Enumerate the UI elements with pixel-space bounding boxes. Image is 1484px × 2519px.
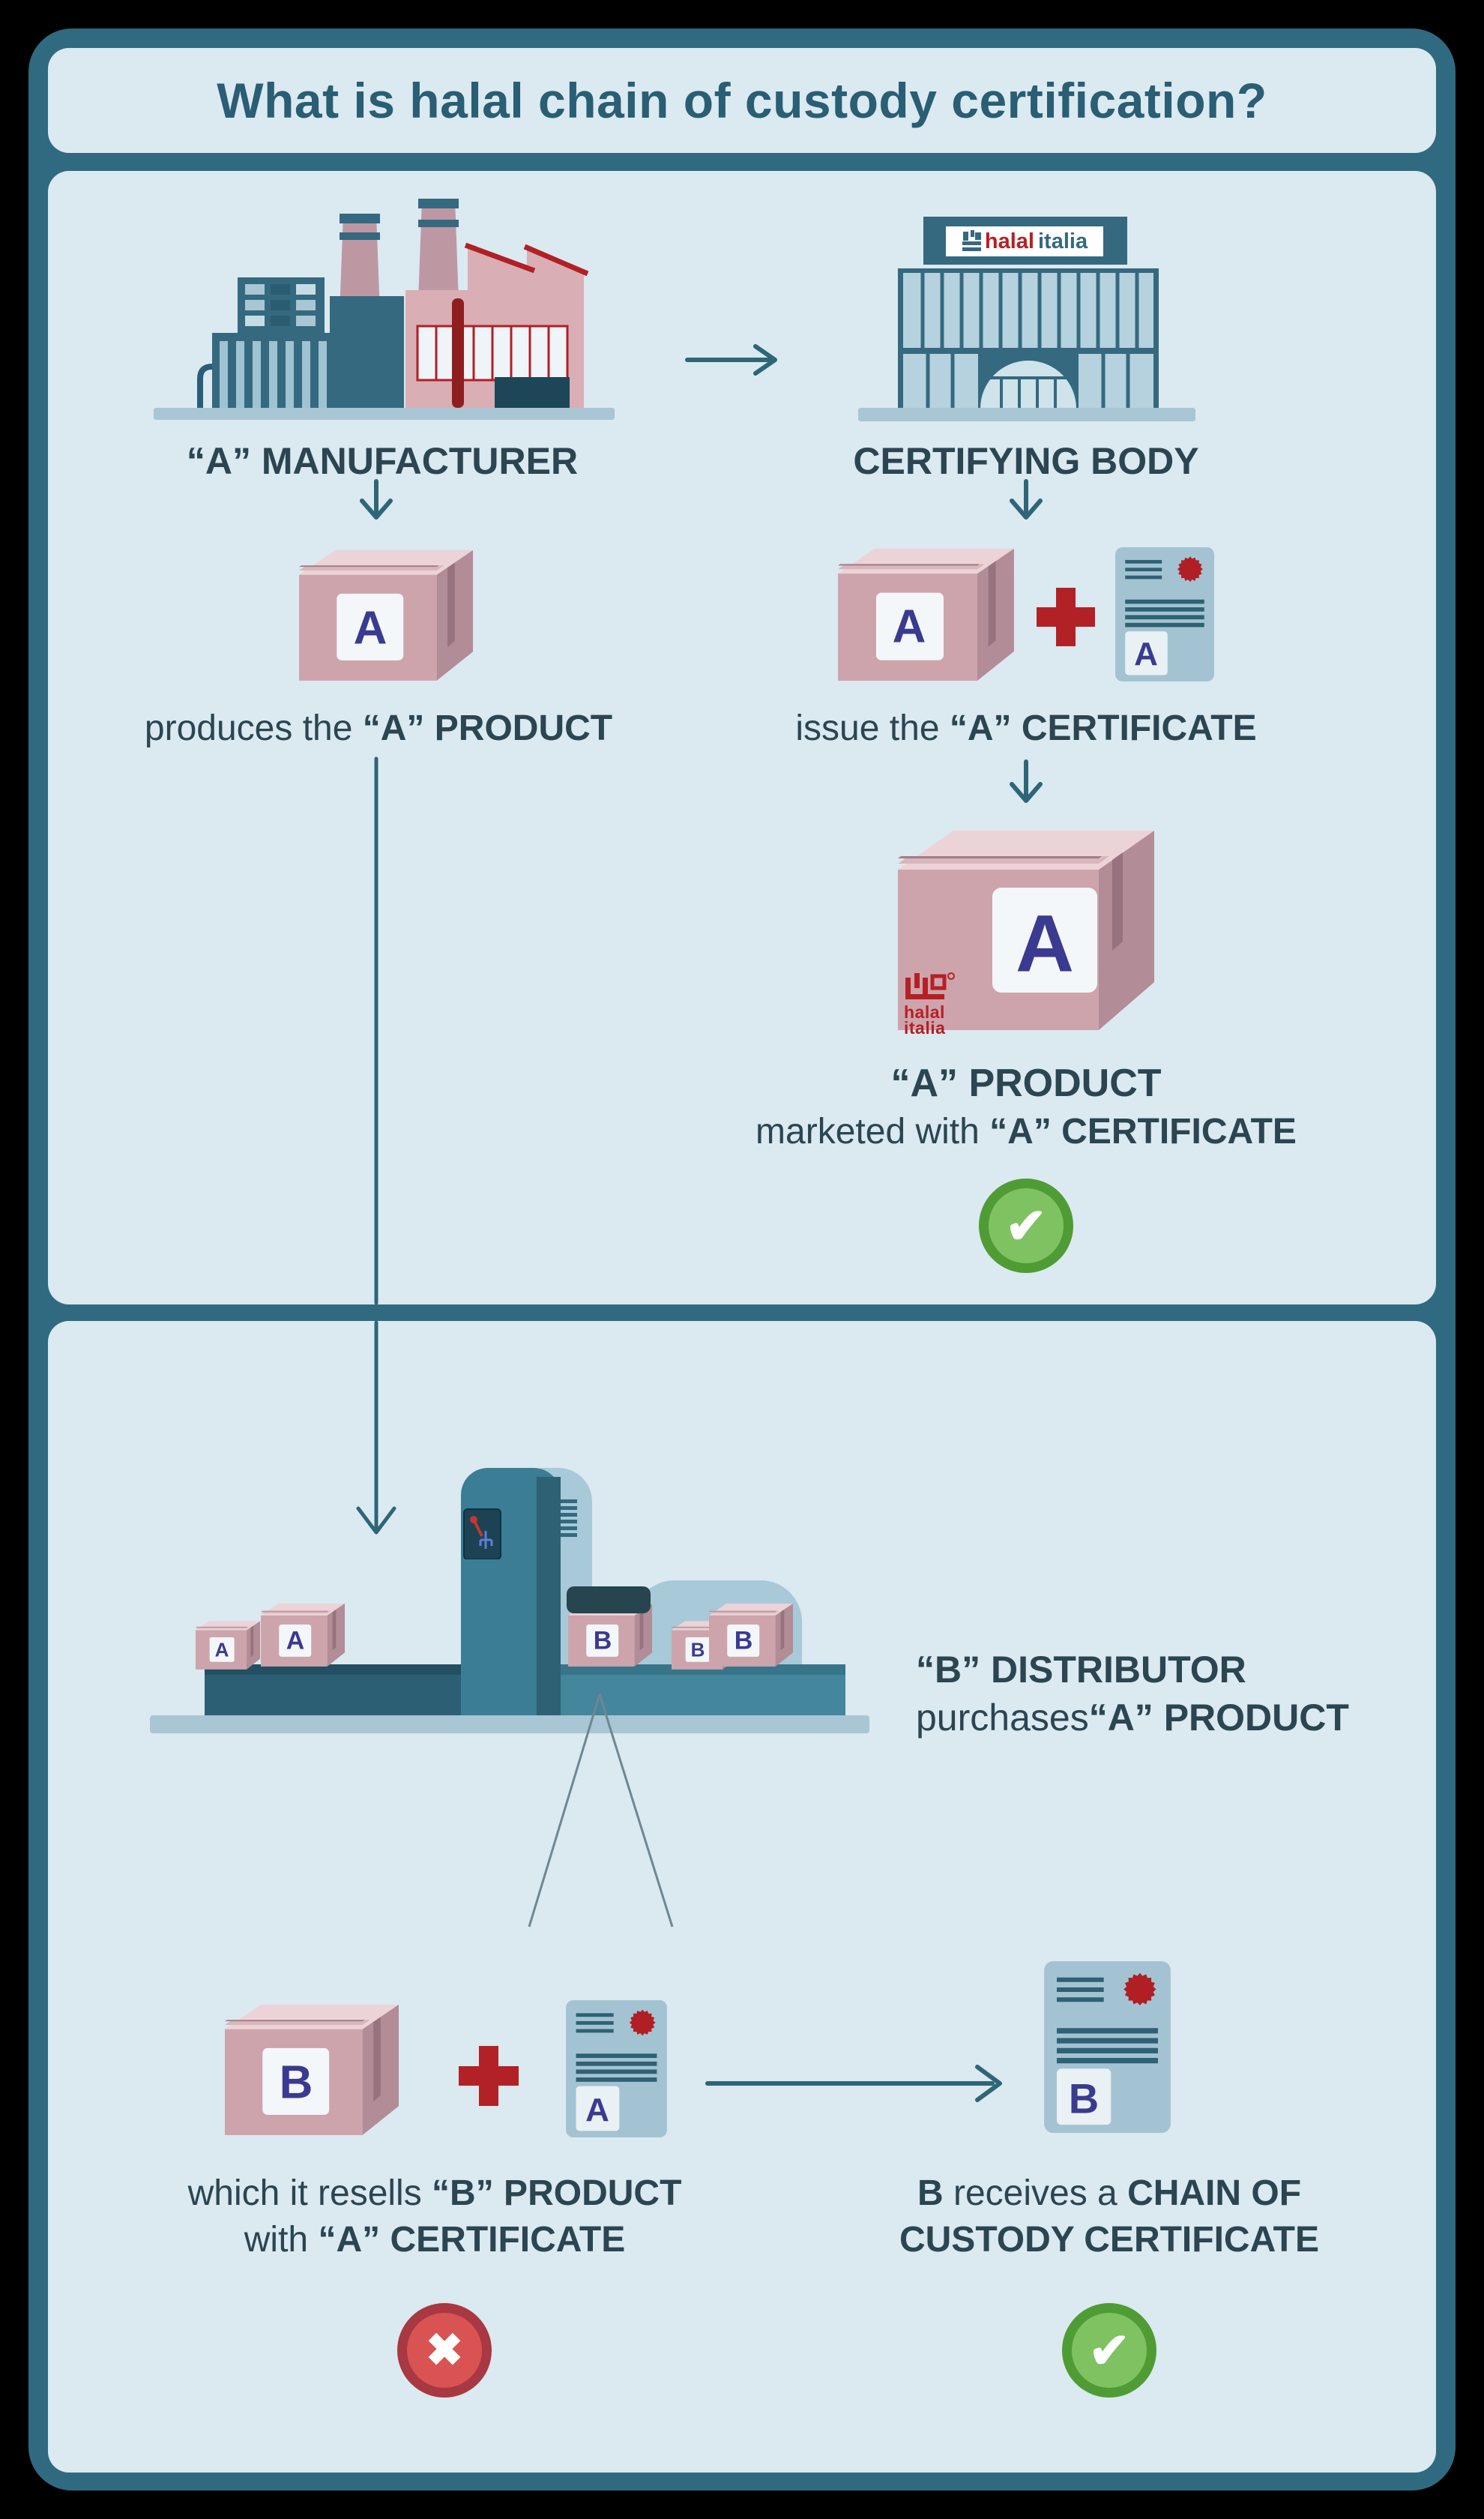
halal-italia-mark-icon	[905, 972, 955, 999]
box-letter: B	[593, 1626, 612, 1655]
produces-caption: produces the “A” PRODUCT	[144, 708, 613, 748]
certifying-building-illustration	[858, 217, 1195, 421]
certificate-a-resold	[566, 2000, 667, 2137]
distributor-caption-line1: “B” DISTRIBUTOR	[916, 1649, 1246, 1691]
marketed-caption-line1: “A” PRODUCT	[890, 1062, 1162, 1105]
cross-icon: ✖	[397, 2303, 492, 2398]
receives-caption-line1: B receives a CHAIN OF	[917, 2173, 1302, 2213]
manufacturer-label: “A” MANUFACTURER	[186, 440, 579, 482]
scanner-hood	[567, 1586, 651, 1613]
bottom-panel	[48, 1321, 1436, 2473]
box-letter: A	[892, 601, 926, 653]
receives-caption-line2: CUSTODY CERTIFICATE	[899, 2220, 1320, 2260]
brand-italia: italia	[1038, 229, 1088, 253]
title-bar: What is halal chain of custody certifica…	[48, 48, 1436, 153]
brand-halal: halal	[984, 229, 1034, 253]
check-icon: ✔	[1062, 2303, 1156, 2398]
big-product-box-a	[898, 831, 1154, 1030]
resells-caption-line2: with “A” CERTIFICATE	[244, 2220, 626, 2260]
sign-logo-icon	[962, 230, 981, 251]
box-letter: A	[286, 1626, 305, 1655]
logo-italia: italia	[904, 1018, 946, 1038]
factory-illustration	[154, 199, 615, 420]
box-letter: A	[353, 602, 387, 654]
cert-letter: B	[1068, 2074, 1100, 2122]
check-icon: ✔	[979, 1179, 1073, 1273]
box-letter: A	[214, 1638, 229, 1661]
machine-illustration	[150, 1468, 869, 1733]
certificate-a	[1115, 547, 1214, 681]
logo-halal: halal	[904, 1002, 945, 1022]
issue-caption: issue the “A” CERTIFICATE	[795, 708, 1257, 748]
distributor-caption-line2: purchases“A” PRODUCT	[916, 1697, 1349, 1739]
halal-italia-logo: halal italia	[904, 972, 994, 1041]
big-box-letter: A	[1016, 897, 1074, 989]
cert-letter: A	[585, 2092, 609, 2128]
resells-caption-line1: which it resells “B” PRODUCT	[187, 2173, 682, 2213]
box-letter: B	[690, 1638, 705, 1661]
cert-letter: A	[1134, 636, 1158, 672]
box-letter: B	[734, 1626, 753, 1655]
box-letter: B	[279, 2056, 313, 2109]
certifying-label: CERTIFYING BODY	[853, 440, 1199, 482]
certificate-b	[1044, 1961, 1171, 2133]
page-title: What is halal chain of custody certifica…	[217, 73, 1267, 128]
product-box-a2	[838, 544, 1014, 681]
plus-icon	[459, 2046, 519, 2106]
plus-icon	[1037, 588, 1095, 646]
marketed-caption-line2: marketed with “A” CERTIFICATE	[755, 1112, 1297, 1152]
